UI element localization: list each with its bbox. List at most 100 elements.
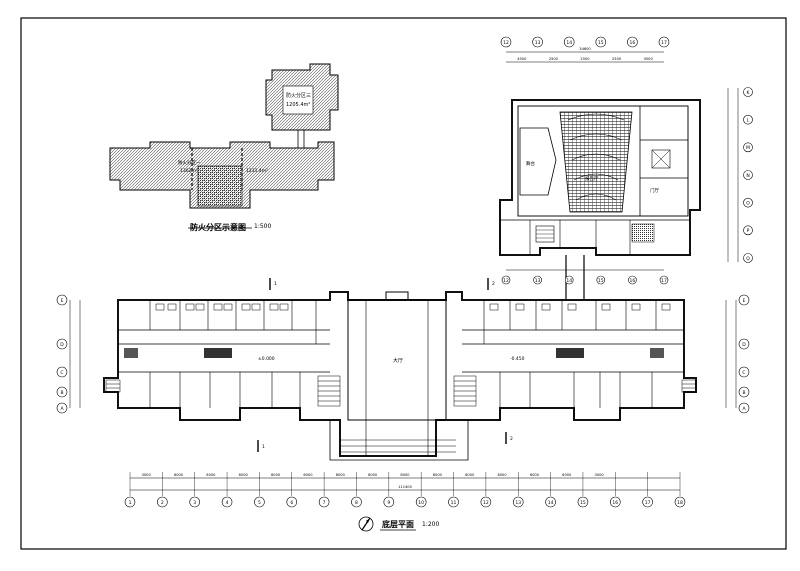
annex-row-axis: [743, 87, 753, 97]
annex-column-axis-bottom: [501, 275, 511, 285]
main-column-axis-bubble-label: 8: [355, 500, 358, 506]
lecture-hall-annex: 舞台 报告厅 门厅: [499, 51, 739, 300]
level-mark-right: -0.450: [510, 356, 525, 362]
main-row-axis-left-label: B: [60, 390, 63, 396]
fire-zone-diagram-title: 防火分区示意图: [190, 223, 246, 232]
main-spacing-dim: 6000: [271, 473, 281, 477]
annex-row-axis-label: M: [746, 145, 750, 151]
main-column-axis-bubble: [415, 496, 427, 508]
north-arrow-icon: [358, 516, 374, 532]
section-mark-1b: 1: [262, 444, 265, 450]
annex-column-axis-top: [595, 36, 607, 48]
main-spacing-dim: 6000: [303, 473, 313, 477]
foyer-label: 门厅: [650, 187, 659, 194]
main-spacing-dim: 8000: [368, 473, 378, 477]
main-column-axis-bubble: [383, 496, 395, 508]
main-column-axis-bubble: [512, 496, 524, 508]
zone-c-area: 1231.4m²: [246, 168, 268, 174]
main-column-axis-bubble-label: 18: [677, 500, 683, 506]
main-column-axis-bubble: [124, 496, 136, 508]
stage-area: [519, 127, 557, 196]
main-row-axis-left-label: E: [61, 298, 64, 304]
level-mark-left: ±0.000: [258, 356, 275, 362]
annex-column-axis-bottom: [659, 275, 669, 285]
annex-spacing-dim: 2500: [549, 57, 559, 61]
central-void: [197, 165, 243, 207]
annex-spacing-dim: 2500: [580, 57, 590, 61]
annex-column-axis-bottom-label: 16: [630, 278, 636, 284]
main-spacing-dim: 8000: [336, 473, 346, 477]
main-spacing-dim: 3000: [595, 473, 605, 477]
main-column-axis-bubble: [577, 496, 589, 508]
main-row-axis-right-label: B: [742, 390, 745, 396]
main-row-axis-left: [56, 294, 68, 306]
zone-b-area: 1362m²: [180, 168, 198, 174]
main-row-axis-right: [738, 386, 750, 398]
main-column-axis-bubble-label: 14: [548, 500, 554, 506]
stage-label: 舞台: [526, 160, 535, 167]
section-mark-1a: 1: [274, 281, 277, 287]
main-row-axis-right-label: C: [742, 370, 745, 376]
main-spacing-dim: 8000: [400, 473, 410, 477]
main-spacing-dim: 6000: [206, 473, 216, 477]
annex-column-axis-top-label: 15: [598, 40, 604, 46]
annex-column-axis-bottom-label: 13: [535, 278, 541, 284]
main-spacing-dim: 6000: [562, 473, 572, 477]
main-row-axis-right-label: D: [742, 342, 746, 348]
main-row-axis-right: [738, 338, 750, 350]
zone-a-area: 1205.4m²: [286, 102, 310, 108]
zone-b-label: 防火分区一: [178, 159, 201, 166]
annex-column-axis-top-label: 17: [661, 40, 667, 46]
main-column-axis-bubble-label: 5: [258, 500, 261, 506]
annex-column-axis-top: [500, 36, 512, 48]
main-row-axis-right: [738, 402, 750, 414]
main-column-axis-bubble-label: 15: [580, 500, 586, 506]
main-column-axis-bubble: [609, 496, 621, 508]
annex-row-axis: [743, 170, 753, 180]
main-spacing-dim: 6000: [497, 473, 507, 477]
auditorium-seating: [559, 111, 633, 213]
annex-column-axis-bottom-label: 12: [503, 278, 509, 284]
annex-column-axis-bottom: [533, 275, 542, 285]
main-column-axis-bubble-label: 17: [645, 500, 651, 506]
main-column-axis-bubble-label: 9: [387, 500, 390, 506]
main-row-axis-left-label: D: [60, 342, 64, 348]
drawing-frame: [20, 17, 787, 550]
fire-zone-diagram-scale: 1:500: [254, 223, 272, 230]
annex-row-axis: [743, 197, 753, 208]
main-column-axis-bubble-label: 7: [323, 500, 326, 506]
ground-floor-plan: 大厅: [69, 278, 737, 491]
annex-column-axis-top-label: 14: [566, 40, 572, 46]
main-row-axis-left: [56, 338, 68, 350]
annex-column-axis-bottom-label: 15: [598, 278, 604, 284]
annex-column-axis-bottom: [596, 275, 606, 285]
section-mark-2a: 2: [492, 281, 495, 287]
main-row-axis-right-label: A: [742, 406, 746, 412]
main-spacing-dim: 3000: [142, 473, 152, 477]
main-column-axis-bubble: [642, 496, 653, 508]
annex-row-axis-label: K: [747, 90, 751, 96]
main-column-axis-bubble: [221, 496, 233, 508]
main-spacing-dim: 6000: [174, 473, 184, 477]
annex-total-dim: 34600: [579, 47, 591, 51]
annex-column-axis-top: [627, 36, 638, 48]
main-column-axis-bubble: [674, 496, 686, 508]
zone-a-label: 防火分区三: [286, 92, 311, 99]
main-row-axis-right: [738, 294, 750, 306]
main-column-axis-bubble-label: 16: [612, 500, 618, 506]
central-hall: [347, 299, 447, 421]
annex-column-axis-top-label: 12: [503, 40, 509, 46]
annex-spacing-dim: 2500: [612, 57, 622, 61]
annex-column-axis-top-label: 16: [630, 40, 636, 46]
main-row-axis-left-label: C: [60, 370, 63, 376]
annex-row-axis-label: P: [747, 228, 750, 234]
annex-row-axis: [743, 114, 753, 125]
main-column-axis-bubble-label: 11: [451, 500, 457, 506]
annex-row-axis-label: O: [746, 200, 750, 206]
annex-row-axis: [743, 142, 753, 153]
